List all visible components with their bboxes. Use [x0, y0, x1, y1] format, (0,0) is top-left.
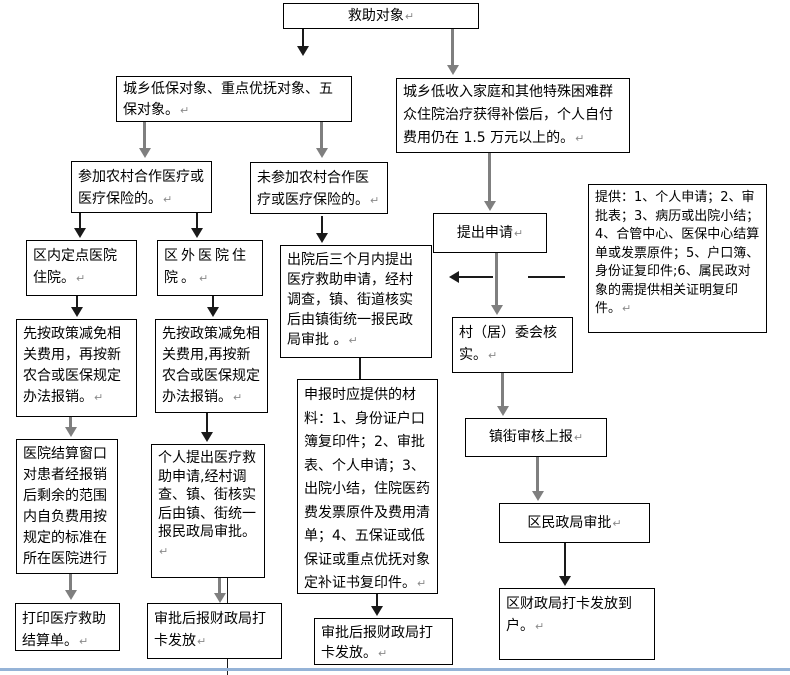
flow-arrow — [496, 373, 509, 416]
flow-line — [528, 276, 565, 278]
flow-arrow — [138, 122, 151, 158]
linebreak-mark: ↵ — [370, 194, 380, 207]
node-submit-application: 提出申请↵ — [433, 213, 547, 253]
linebreak-mark: ↵ — [378, 647, 388, 660]
note-materials-to-declare: 申报时应提供的材料：1、身份证户口簿复印件；2、审批表、个人申请；3、出院小结，… — [297, 379, 438, 594]
node-in-district-hospital: 区内定点医院住院。↵ — [26, 240, 137, 296]
flow-arrow — [490, 253, 503, 315]
linebreak-mark: ↵ — [94, 391, 104, 404]
flow-arrow — [207, 296, 219, 317]
linebreak-mark: ↵ — [622, 302, 632, 315]
node-finance-bureau-card-payment-right: 审批后报财政局打卡发放。↵ — [314, 618, 453, 665]
linebreak-mark: ↵ — [233, 391, 243, 404]
linebreak-mark: ↵ — [535, 620, 545, 633]
note-materials-to-provide: 提供：1、个人申请；2、审批表；3、病历或出院小结；4、合管中心、医保中心结算单… — [588, 184, 767, 333]
flow-arrow — [64, 415, 77, 437]
node-out-district-hospital: 区外医院住院。↵ — [157, 240, 263, 296]
flow-arrow — [213, 578, 226, 603]
linebreak-mark: ↵ — [488, 349, 498, 362]
flow-arrow — [191, 213, 203, 238]
node-village-committee-verify: 村（居）委会核实。↵ — [452, 317, 573, 373]
flow-arrow — [64, 574, 77, 600]
flow-arrow — [297, 29, 309, 56]
flow-arrow — [446, 29, 459, 75]
linebreak-mark: ↵ — [199, 272, 212, 285]
flow-arrow — [71, 296, 83, 317]
linebreak-mark: ↵ — [159, 544, 169, 558]
linebreak-mark: ↵ — [575, 132, 585, 145]
linebreak-mark: ↵ — [573, 431, 584, 444]
node-dibao-groups: 城乡低保对象、重点优抚对象、五保对象。↵ — [116, 76, 352, 122]
linebreak-mark: ↵ — [163, 193, 173, 206]
linebreak-mark: ↵ — [348, 334, 358, 347]
linebreak-mark: ↵ — [612, 516, 622, 530]
flow-arrow — [201, 413, 213, 442]
node-apply-within-3-months: 出院后三个月内提出医疗救助申请，经村调查，镇、街道核实后由镇街统一报民政局审批 … — [280, 245, 432, 358]
linebreak-mark: ↵ — [404, 9, 415, 23]
node-hospital-settlement-window: 医院结算窗口对患者经报销后剩余的范围内自负费用按规定的标准在所在医院进行 — [16, 439, 118, 574]
node-personal-application: 个人提出医疗救助申请,经村调查、镇、街核实后由镇、街统一报民政局审批。↵ — [151, 444, 265, 578]
flow-arrow — [483, 153, 496, 211]
node-aid-recipients: 救助对象↵ — [283, 3, 479, 29]
node-policy-reduction-left: 先按政策减免相关费用，再按新农合或医保规定办法报销。↵ — [16, 319, 137, 417]
flow-arrow — [315, 122, 328, 158]
linebreak-mark: ↵ — [417, 577, 427, 590]
flow-arrow-left — [449, 271, 493, 283]
node-not-joined-rural-coop: 未参加农村合作医疗或医疗保险的。↵ — [250, 162, 388, 214]
node-district-finance-pay-to-household: 区财政局打卡发放到户。↵ — [499, 588, 655, 660]
node-policy-reduction-right: 先按政策减免相关费用,再按新农合或医保规定办法报销。↵ — [155, 319, 268, 413]
node-low-income-family: 城乡低收入家庭和其他特殊困难群众住院治疗获得补偿后，个人自付费用仍在 1.5 万… — [396, 78, 630, 153]
flow-arrow — [74, 213, 86, 238]
node-finance-bureau-card-payment-mid: 审批后报财政局打卡发放↵ — [147, 603, 282, 659]
node-print-settlement-sheet: 打印医疗救助结算单。↵ — [15, 603, 120, 651]
node-town-review-report: 镇街审核上报↵ — [465, 418, 607, 457]
flow-arrow — [559, 543, 571, 586]
linebreak-mark: ↵ — [513, 226, 524, 240]
linebreak-mark: ↵ — [76, 272, 86, 285]
linebreak-mark: ↵ — [79, 635, 89, 648]
linebreak-mark: ↵ — [180, 104, 190, 117]
flow-arrow — [531, 457, 544, 501]
linebreak-mark: ↵ — [197, 635, 207, 648]
node-district-civil-affairs-approval: 区民政局审批↵ — [499, 503, 650, 543]
flow-arrow — [371, 594, 383, 616]
flow-line — [359, 358, 361, 379]
bottom-window-border — [0, 668, 790, 671]
flow-arrow — [316, 216, 328, 243]
node-joined-rural-coop: 参加农村合作医疗或医疗保险的。↵ — [71, 161, 212, 213]
